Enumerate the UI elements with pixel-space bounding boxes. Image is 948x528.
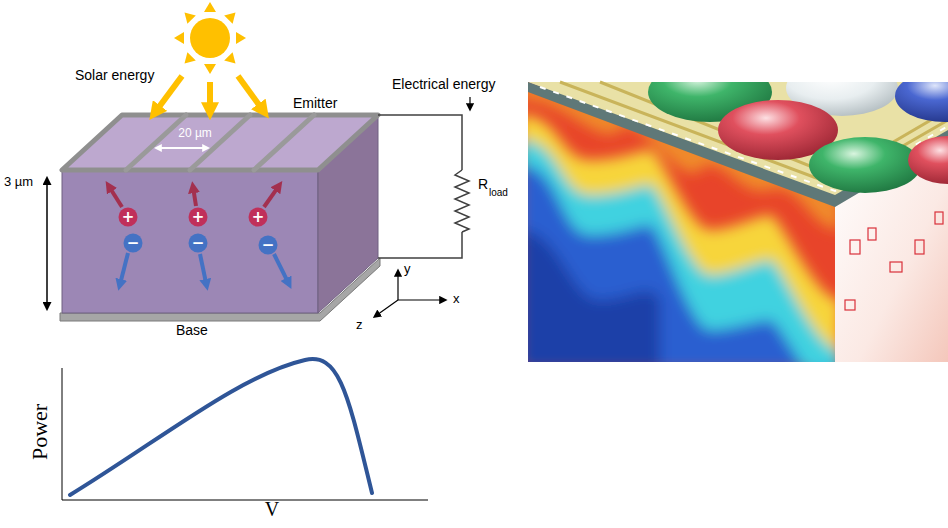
coordinate-axes (379, 276, 440, 314)
layer-label: Base (176, 322, 208, 338)
hole-charge: + (118, 207, 138, 227)
sun (174, 2, 246, 74)
resistor-subscript: load (489, 187, 508, 199)
charge-sign: − (192, 236, 205, 251)
charge-sign: + (192, 210, 205, 225)
output-label: Electrical energy (392, 76, 496, 92)
axis-label: z (356, 318, 363, 333)
charge-circle-shape (124, 234, 143, 253)
plot-axis-title: V (265, 498, 279, 521)
charge-circle-shape (189, 208, 208, 227)
hole-charge: + (188, 207, 208, 227)
charge-circle-shape (119, 208, 138, 227)
electron-charge: − (188, 233, 208, 253)
power-plot-axes (62, 368, 428, 500)
hole-arrows (111, 190, 276, 207)
layer-label: Emitter (293, 95, 337, 111)
charge-circle-shape (189, 234, 208, 253)
sunlight-arrows (159, 76, 259, 107)
resistor-label: R (478, 176, 488, 192)
axis-label: y (404, 262, 411, 277)
hole-charge: + (248, 207, 268, 227)
plot-axis-title: Power (27, 404, 52, 460)
load-circuit (378, 115, 469, 258)
charge-sign: + (252, 210, 265, 225)
charge-sign: − (262, 238, 275, 253)
emitter-fingers (126, 115, 314, 170)
electron-arrows (121, 253, 287, 280)
finger-spacing-arrow (161, 147, 203, 149)
axis-label: x (453, 292, 460, 307)
cell-top-face (62, 115, 378, 170)
sensor-rendering (520, 60, 948, 400)
energy-out-arrow (469, 97, 470, 104)
charge-sign: − (127, 236, 140, 251)
charge-circle-shape (259, 236, 278, 255)
charge-circle-shape (249, 208, 268, 227)
cell-front-face (62, 170, 318, 313)
dimension-label: 3 µm (4, 175, 33, 190)
thickness-arrow (46, 184, 48, 303)
electron-charge: − (258, 235, 278, 255)
dimension-label: 20 µm (178, 127, 212, 141)
electron-charge: − (123, 233, 143, 253)
power-curve (70, 359, 372, 495)
charge-sign: + (122, 210, 135, 225)
input-label: Solar energy (75, 67, 154, 83)
